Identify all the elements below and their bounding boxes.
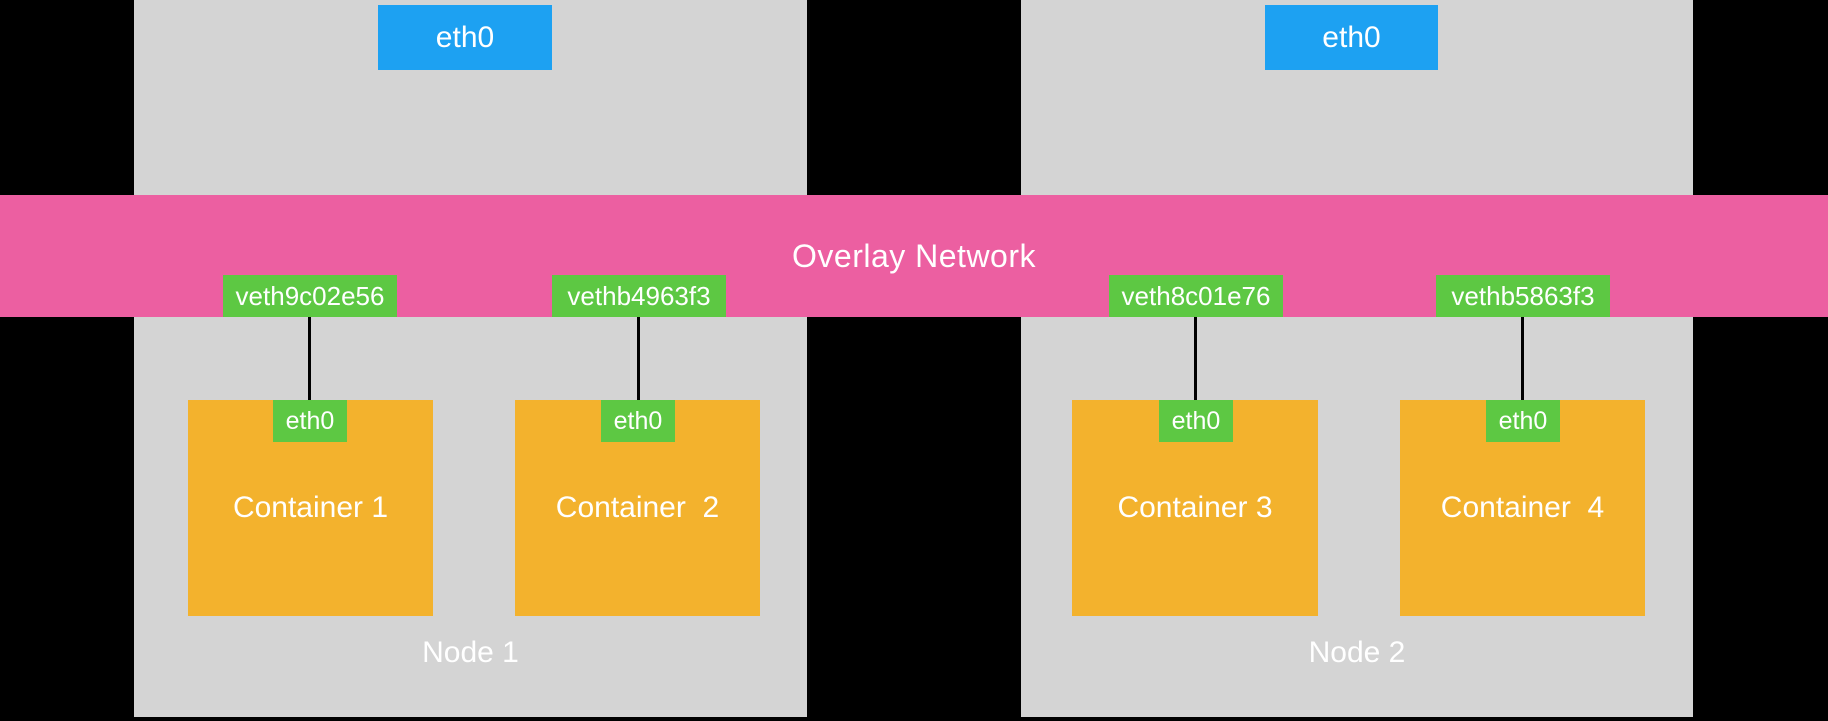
- veth-badge-container-4: vethb5863f3: [1436, 275, 1610, 317]
- overlay-network-label: Overlay Network: [792, 237, 1036, 274]
- connector-line-container-3: [1194, 316, 1197, 401]
- connector-line-container-2: [637, 316, 640, 401]
- container-2-label: Container 2: [555, 491, 720, 524]
- connector-line-container-1: [308, 316, 311, 401]
- connector-line-container-4: [1521, 316, 1524, 401]
- veth-label-container-1: veth9c02e56: [235, 280, 385, 311]
- node-2-eth0-label: eth0: [1322, 20, 1381, 54]
- veth-badge-container-2: vethb4963f3: [552, 275, 726, 317]
- container-3-label: Container 3: [1117, 491, 1273, 524]
- veth-label-container-4: vethb5863f3: [1451, 280, 1595, 311]
- veth-label-container-3: veth8c01e76: [1121, 280, 1271, 311]
- node-2-label: Node 2: [1308, 636, 1406, 669]
- veth-label-container-2: vethb4963f3: [567, 280, 711, 311]
- veth-badge-container-3: veth8c01e76: [1109, 275, 1283, 317]
- container-1-eth0-label: eth0: [285, 406, 335, 435]
- container-4-eth0-label: eth0: [1498, 406, 1548, 435]
- container-1-eth0-badge: eth0: [273, 400, 347, 442]
- node-1-label: Node 1: [422, 636, 519, 669]
- container-2-eth0-badge: eth0: [601, 400, 675, 442]
- node-1-eth0-badge: eth0: [378, 5, 552, 70]
- container-1-label: Container 1: [232, 491, 389, 524]
- container-2-eth0-label: eth0: [613, 406, 663, 435]
- node-1-eth0-label: eth0: [435, 20, 495, 54]
- node-2-eth0-badge: eth0: [1265, 5, 1438, 70]
- container-3-eth0-label: eth0: [1171, 406, 1221, 435]
- container-4-eth0-badge: eth0: [1486, 400, 1560, 442]
- container-4-label: Container 4: [1440, 491, 1605, 524]
- container-3-eth0-badge: eth0: [1159, 400, 1233, 442]
- veth-badge-container-1: veth9c02e56: [223, 275, 397, 317]
